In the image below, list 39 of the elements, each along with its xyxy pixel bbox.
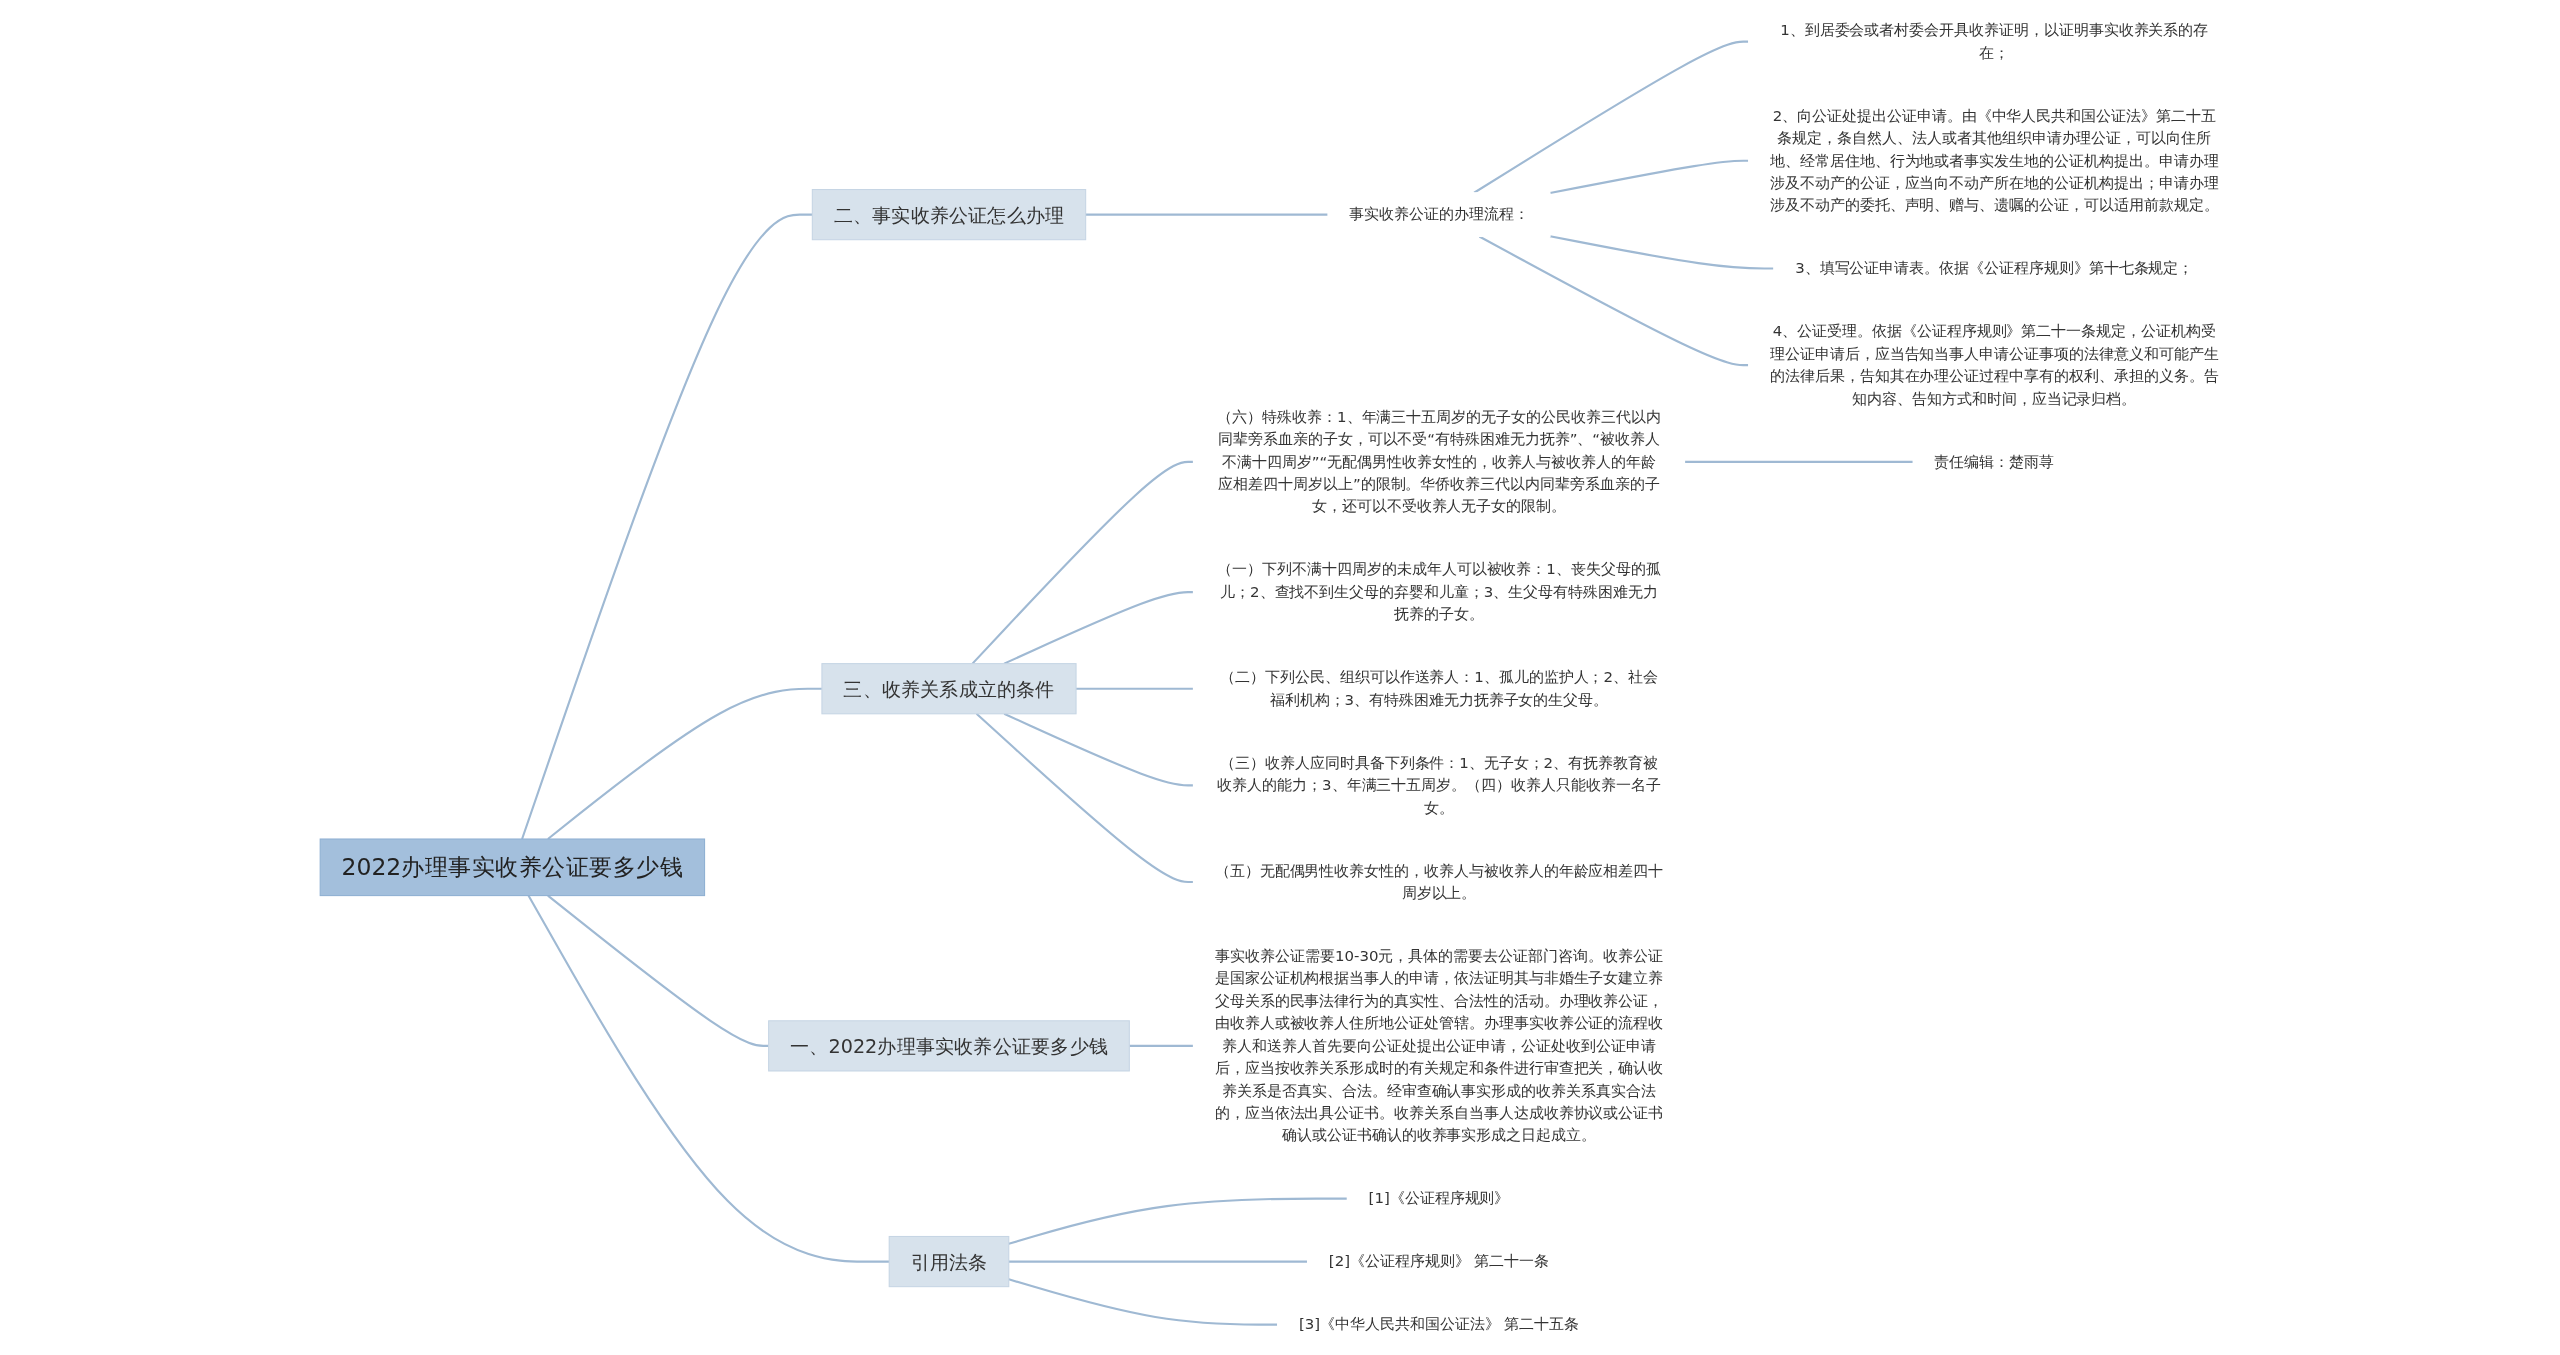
connector <box>1008 1260 1308 1263</box>
connector <box>1684 460 1914 463</box>
connector <box>1478 235 1749 367</box>
connector <box>1129 1044 1194 1047</box>
node-box: 引用法条 <box>888 1235 1010 1288</box>
connector <box>1549 159 1749 195</box>
node-box: 三、收养关系成立的条件 <box>821 663 1077 715</box>
connector <box>1473 40 1749 194</box>
node-box: 一、2022办理事实收养公证要多少钱 <box>768 1020 1130 1072</box>
connector <box>1003 712 1194 787</box>
connector <box>1076 687 1194 690</box>
node-text: （六）特殊收养：1、年满三十五周岁的无子女的公民收养三代以内同辈旁系血亲的子女，可以不受“有特殊困难无力抚养”、“被收养人不满十四周岁”“无配偶男性收养女性的，收养人与被收养人的年龄应相差四十周岁以上”的限制。华侨收养三代以内同辈旁系血亲的子女，还可以不受收养人无子女的限制。 <box>1217 407 1661 515</box>
node-text: 2、向公证处提出公证申请。由《中华人民共和国公证法》第二十五条规定，条自然人、法人或者其他组织申请办理公证，可以向住所地、经常居住地、行为地或者事实发生地的公证机构提出。申请办理涉及不动产的公证，应当向不动产所在地的公证机构提出；申请办理涉及不动产的委托、声明、赠与、遗嘱的公证，可以适用前款规定。 <box>1770 106 2219 214</box>
connector <box>521 213 813 840</box>
connector <box>1008 1278 1278 1326</box>
connector <box>1549 235 1774 270</box>
connector <box>975 713 1194 884</box>
connector <box>1003 591 1194 665</box>
connector <box>527 895 890 1263</box>
node-text: [3]《中华人民共和国公证法》 第二十五条 <box>1298 1315 1580 1333</box>
node-text: （二）下列公民、组织可以作送养人：1、孤儿的监护人；2、社会福利机构；3、有特殊困难无力抚养子女的生父母。 <box>1220 668 1658 708</box>
connector <box>547 687 822 840</box>
node-box: 二、事实收养公证怎么办理 <box>811 189 1087 241</box>
node-text: 3、填写公证申请表。依据《公证程序规则》第十七条规定； <box>1795 259 2194 277</box>
node-text: （一）下列不满十四周岁的未成年人可以被收养：1、丧失父母的孤儿；2、查找不到生父母的弃婴和儿童；3、生父母有特殊困难无力抚养的子女。 <box>1217 560 1661 623</box>
node-text: 事实收养公证的办理流程： <box>1349 205 1529 223</box>
node-text: [2]《公证程序规则》 第二十一条 <box>1328 1252 1550 1270</box>
connector <box>1085 213 1328 216</box>
connector <box>971 460 1194 665</box>
node-text: [1]《公证程序规则》 <box>1368 1189 1510 1207</box>
node-text: 责任编辑：楚雨荨 <box>1934 452 2055 470</box>
node-text: 4、公证受理。依据《公证程序规则》第二十一条规定，公证机构受理公证申请后，应当告知当事人申请公证事项的法律意义和可能产生的法律后果，告知其在办理公证过程中享有的权利、承担的义务。告知内容、告知方式和时间，应当记录归档。 <box>1770 322 2219 407</box>
node-text: （五）无配偶男性收养女性的，收养人与被收养人的年龄应相差四十周岁以上。 <box>1214 861 1664 902</box>
connector <box>1008 1197 1348 1245</box>
node-text: 事实收养公证需要10-30元，具体的需要去公证部门咨询。收养公证是国家公证机构根据当事人的申请，依法证明其与非婚生子女建立养父母关系的民事法律行为的真实性、合法性的活动。办理收养公证，由收养人或被收养人住所地公证处管辖。办理事实收养公证的流程收养人和送养人首先要向公证处提出公证申请，公证处收到公证申请后，应当按收养关系形成时的有关规定和条件进行审查把关，确认收养关系是否真实、合法。经审查确认事实形成的收养关系真实合法的，应当依法出具公证书。收养关系自当事人达成收养协议或公证书确认或公证书确认的收养事实形成之日起成立。 <box>1214 947 1664 1144</box>
connector <box>547 894 769 1047</box>
node-text: （三）收养人应同时具备下列条件：1、无子女；2、有抚养教育被收养人的能力；3、年满三十五周岁。（四）收养人只能收养一名子女。 <box>1217 753 1661 816</box>
node-text: 1、到居委会或者村委会开具收养证明，以证明事实收养关系的存在； <box>1780 21 2209 61</box>
node-box: 2022办理事实收养公证要多少钱 <box>319 838 706 897</box>
